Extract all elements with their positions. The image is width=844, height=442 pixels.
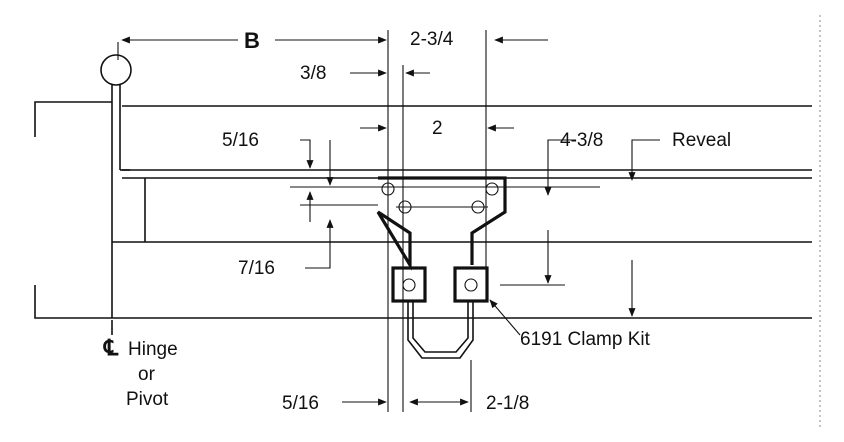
clamp-kit-blocks bbox=[391, 266, 489, 359]
extension-lines bbox=[290, 30, 565, 412]
dim-5-16-top-label: 5/16 bbox=[222, 130, 259, 151]
dim-b-label: B bbox=[244, 28, 260, 53]
dim-3-8-label: 3/8 bbox=[300, 63, 326, 84]
clamp-kit-label: 6191 Clamp Kit bbox=[520, 329, 651, 350]
dim-2-3-4-label: 2-3/4 bbox=[410, 29, 454, 50]
reveal-label: Reveal bbox=[672, 130, 731, 151]
dim-2-1-8-label: 2-1/8 bbox=[486, 393, 529, 414]
dim-5-16-bottom-label: 5/16 bbox=[282, 393, 319, 414]
dimension-arrows bbox=[121, 36, 660, 406]
dim-4-3-8-label: 4-3/8 bbox=[560, 130, 603, 151]
pivot-hinge bbox=[100, 42, 132, 335]
centerline-pivot-label: Pivot bbox=[126, 389, 169, 410]
dim-2-label: 2 bbox=[432, 118, 443, 139]
centerline-or-label: or bbox=[138, 364, 156, 385]
centerline-hinge-label: Hinge bbox=[128, 339, 178, 360]
dim-7-16-label: 7/16 bbox=[238, 258, 275, 279]
centerline-symbol: ℄ bbox=[103, 335, 119, 360]
